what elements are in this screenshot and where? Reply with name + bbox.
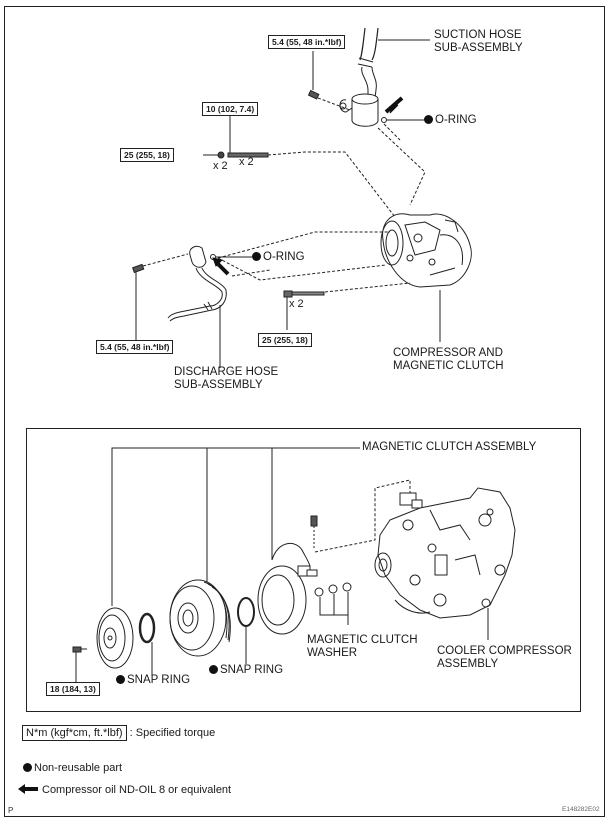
compressor-label-line2: MAGNETIC CLUTCH (393, 360, 504, 372)
suction-hose-label: SUCTION HOSE SUB-ASSEMBLY (434, 29, 523, 55)
legend-oil: Compressor oil ND-OIL 8 or equivalent (18, 784, 231, 796)
magnetic-clutch-washer-label: MAGNETIC CLUTCH WASHER (307, 634, 418, 660)
non-reusable-icon (252, 252, 261, 261)
left-arrow-icon (18, 784, 38, 794)
magnetic-clutch-assembly-label: MAGNETIC CLUTCH ASSEMBLY (362, 441, 537, 453)
washer-label-line1: MAGNETIC CLUTCH (307, 634, 418, 646)
bolt-torque-spec: 10 (102, 7.4) (202, 102, 259, 116)
suction-bolt (307, 51, 351, 111)
discharge-oring-text: O-RING (263, 251, 305, 263)
figure-id: E148282E02 (562, 806, 600, 813)
compressor-bolt-torque-spec: 25 (255, 18) (258, 333, 312, 347)
compressor-label-line1: COMPRESSOR AND (393, 347, 503, 359)
cooler-compressor-label-line1: COOLER COMPRESSOR (437, 645, 572, 657)
field-coil-illustration (257, 542, 318, 635)
compressor-label: COMPRESSOR AND MAGNETIC CLUTCH (393, 347, 504, 373)
discharge-oring-label: O-RING (252, 251, 305, 264)
compressor-bolt-quantity: x 2 (289, 298, 304, 310)
nut-torque-spec: 25 (255, 18) (120, 148, 174, 162)
compressor-mount-bolts (203, 116, 406, 231)
suction-hose-label-line2: SUB-ASSEMBLY (434, 42, 523, 54)
non-reusable-icon (424, 115, 433, 124)
suction-hose-label-line1: SUCTION HOSE (434, 29, 522, 41)
discharge-hose-label: DISCHARGE HOSE SUB-ASSEMBLY (174, 366, 278, 392)
discharge-torque-spec: 5.4 (55, 48 in.*lbf) (96, 340, 174, 354)
legend-non-reusable: Non-reusable part (23, 762, 122, 774)
cooler-compressor-illustration (374, 487, 516, 619)
non-reusable-icon (116, 675, 125, 684)
bolt-quantity: x 2 (239, 156, 254, 168)
suction-hose-illustration (339, 27, 430, 127)
discharge-hose-illustration (167, 245, 227, 368)
washer-label-line2: WASHER (307, 647, 358, 659)
page-marker: P (8, 806, 14, 815)
filled-circle-icon (23, 763, 32, 772)
suction-oring-text: O-RING (435, 114, 477, 126)
cooler-compressor-label-line2: ASSEMBLY (437, 658, 499, 670)
legend-torque-desc: : Specified torque (129, 727, 216, 739)
hub-bolt-torque-spec: 18 (184, 13) (46, 682, 100, 696)
compressor-illustration-top (380, 213, 472, 288)
discharge-hose-label-line2: SUB-ASSEMBLY (174, 379, 263, 391)
snap-ring-2-text: SNAP RING (220, 664, 284, 676)
clutch-hub-illustration (96, 607, 134, 669)
diagram-frame (4, 6, 605, 817)
snap-ring-label-1: SNAP RING (116, 674, 190, 687)
discharge-hose-label-line1: DISCHARGE HOSE (174, 366, 279, 378)
snap-ring-1-text: SNAP RING (127, 674, 191, 686)
legend-oil-text: Compressor oil ND-OIL 8 or equivalent (42, 784, 232, 796)
legend-torque-unit: N*m (kgf*cm, ft.*lbf) (22, 725, 127, 741)
non-reusable-icon (209, 665, 218, 674)
pulley-illustration (169, 579, 231, 657)
snap-ring-label-2: SNAP RING (209, 664, 283, 677)
detail-box (26, 428, 581, 712)
cooler-compressor-label: COOLER COMPRESSOR ASSEMBLY (437, 645, 572, 671)
suction-oring-label: O-RING (424, 114, 477, 127)
suction-torque-spec: 5.4 (55, 48 in.*lbf) (268, 35, 346, 49)
legend-torque: N*m (kgf*cm, ft.*lbf) : Specified torque (22, 725, 216, 741)
legend-non-reusable-text: Non-reusable part (34, 762, 123, 774)
nut-quantity: x 2 (213, 160, 228, 172)
